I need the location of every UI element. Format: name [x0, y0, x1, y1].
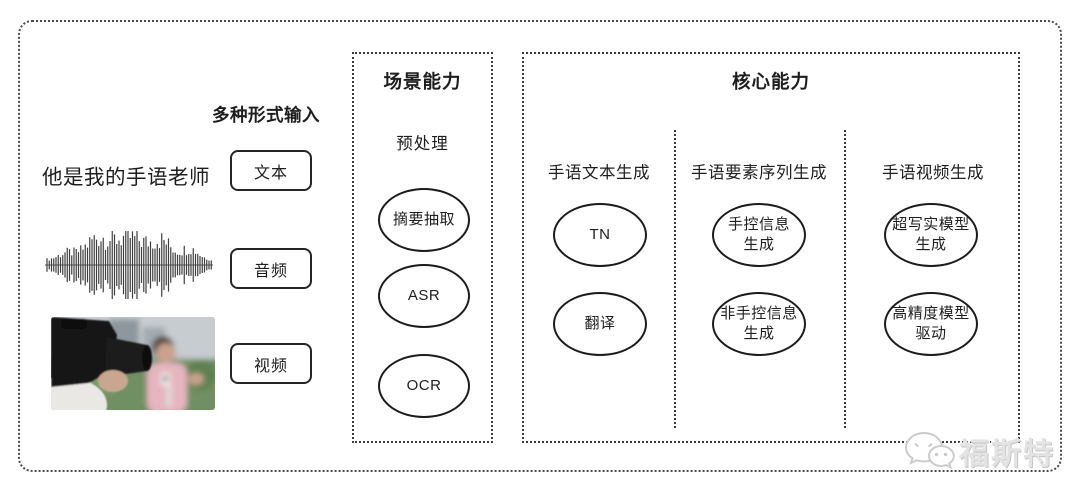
outer-frame	[18, 20, 1062, 472]
input-type-video-box: 视频	[230, 343, 312, 384]
camera-foreground	[51, 317, 152, 410]
input-type-audio-box: 音频	[230, 248, 312, 289]
column-title-sign-video-generation: 手语视频生成	[882, 164, 984, 182]
scene-item-ocr: OCR	[378, 354, 470, 418]
wechat-bubbles-icon	[904, 431, 955, 470]
audio-waveform-icon	[45, 231, 213, 299]
core-item-tn: TN	[553, 203, 647, 267]
input-type-text-box: 文本	[230, 150, 312, 191]
core-item-hyperrealistic-model-generation: 超写实模型 生成	[884, 203, 978, 267]
core-item-manual-info-generation: 手控信息 生成	[712, 203, 806, 267]
column-title-sign-text-generation: 手语文本生成	[548, 164, 650, 182]
scene-capability-box: 场景能力 预处理 摘要抽取 ASR OCR	[352, 52, 493, 443]
core-capability-title: 核心能力	[731, 71, 810, 92]
column-divider	[674, 130, 676, 428]
core-capability-box: 核心能力 手语文本生成 手语要素序列生成 手语视频生成 TN 翻译 手控信息 生…	[522, 52, 1020, 443]
core-item-non-manual-info-generation: 非手控信息 生成	[712, 292, 806, 356]
core-item-high-precision-model-driving: 高精度模型 驱动	[884, 292, 978, 356]
scene-item-summary-extraction: 摘要抽取	[378, 188, 470, 252]
preprocessing-label: 预处理	[396, 135, 449, 153]
column-title-sign-element-sequence-generation: 手语要素序列生成	[691, 164, 827, 182]
scene-capability-title: 场景能力	[383, 71, 462, 92]
watermark: 福斯特	[903, 429, 1055, 473]
watermark-label: 福斯特	[959, 438, 1055, 471]
core-item-translation: 翻译	[553, 292, 647, 356]
scene-item-asr: ASR	[378, 264, 470, 328]
column-divider	[844, 130, 846, 428]
video-thumbnail	[51, 317, 215, 410]
input-section-label: 多种形式输入	[212, 105, 320, 125]
example-sentence: 他是我的手语老师	[42, 166, 210, 189]
